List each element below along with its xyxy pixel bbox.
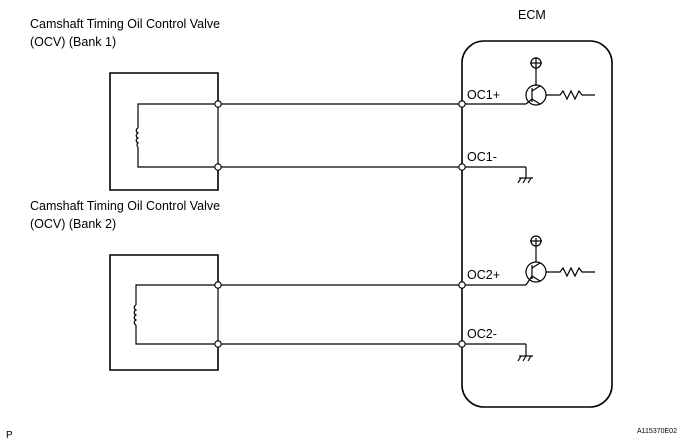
ecm-terminal-oc2-plus xyxy=(458,281,466,289)
resistor-icon xyxy=(546,266,595,278)
oc2-emitter-link xyxy=(525,275,533,286)
ecm-terminal-oc2-minus xyxy=(458,340,466,348)
transistor-collector xyxy=(531,262,541,269)
ocv-bank2-housing xyxy=(109,254,219,371)
ground-icon xyxy=(517,355,533,362)
ocv-bank1-coil-bottom-wire xyxy=(137,147,218,168)
terminal-label-oc2-minus: OC2- xyxy=(467,327,497,341)
transistor-emitter xyxy=(531,98,541,105)
ground-icon xyxy=(517,177,533,184)
ecm-box xyxy=(461,40,613,408)
oc1-emitter-link xyxy=(525,98,533,105)
transistor-emitter xyxy=(531,275,541,282)
ocv-bank1-title-line1: Camshaft Timing Oil Control Valve xyxy=(30,17,220,31)
ocv-bank2-terminal-top xyxy=(214,281,222,289)
terminal-label-oc1-minus: OC1- xyxy=(467,150,497,164)
ocv-bank2-terminal-bottom xyxy=(214,340,222,348)
transistor-collector xyxy=(531,85,541,92)
ocv-bank1-terminal-bottom xyxy=(214,163,222,171)
ocv-bank2-title-line2: (OCV) (Bank 2) xyxy=(30,217,116,231)
oc1-driver-circuit xyxy=(465,57,595,184)
ocv-bank2-coil-bottom-wire xyxy=(135,325,218,345)
ocv-bank2-title-line1: Camshaft Timing Oil Control Valve xyxy=(30,199,220,213)
ocv-bank2 xyxy=(109,254,222,371)
terminal-label-oc2-plus: OC2+ xyxy=(467,268,500,282)
coil-bank2-icon xyxy=(133,304,138,326)
coil-bank1-icon xyxy=(135,127,140,148)
ocv-bank1-title-line2: (OCV) (Bank 1) xyxy=(30,35,116,49)
ecm-terminal-oc1-minus xyxy=(458,163,466,171)
ocv-bank1-terminal-top xyxy=(214,100,222,108)
ocv-bank2-coil-top-wire xyxy=(135,284,218,305)
ocv-bank1-coil-top-wire xyxy=(137,103,218,128)
page-letter: P xyxy=(6,430,13,441)
ocv-bank1-housing xyxy=(109,72,219,191)
ocv-bank1 xyxy=(109,72,222,191)
resistor-icon xyxy=(546,89,595,101)
oc2-driver-circuit xyxy=(465,235,595,362)
figure-code: A115370E02 xyxy=(637,428,677,435)
ecm-label: ECM xyxy=(518,8,546,22)
ecm-terminal-oc1-plus xyxy=(458,100,466,108)
terminal-label-oc1-plus: OC1+ xyxy=(467,88,500,102)
